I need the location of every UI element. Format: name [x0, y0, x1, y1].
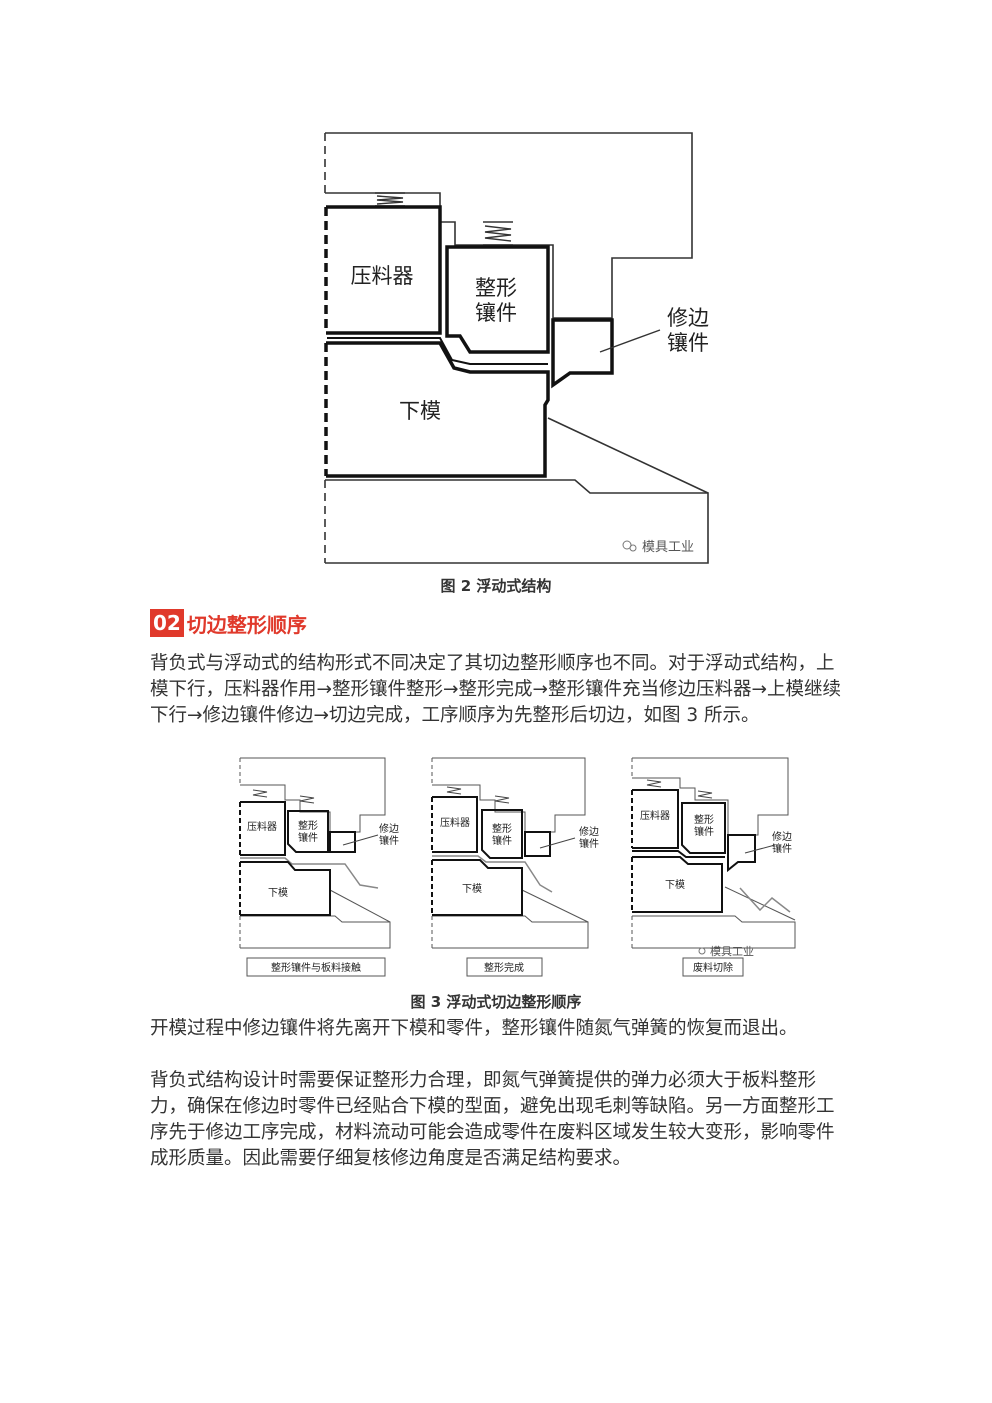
wedge-outline: [547, 417, 709, 494]
label-trim-insert-2: 镶件: [579, 837, 599, 850]
stage-panel-1: 压料器 整形 镶件 修边 镶件 下模 整形镶件与板料接触: [239, 757, 399, 977]
label-trim-insert-1: 修边: [667, 306, 709, 330]
pressure-pad-block: [324, 205, 442, 335]
watermark: 模具工业: [698, 945, 754, 958]
paragraph-design-notes: 背负式结构设计时需要保证整形力合理，即氮气弹簧提供的弹力必须大于板料整形力，确保…: [150, 1070, 835, 1169]
spring-icon: [375, 192, 405, 207]
section-title: 切边整形顺序: [186, 612, 307, 637]
figure-3-caption: 图 3 浮动式切边整形顺序: [410, 993, 582, 1011]
watermark: 模具工业: [622, 540, 694, 555]
label-shaping-insert-1: 整形: [492, 822, 512, 835]
spring-icon: [483, 221, 513, 246]
label-lower-die: 下模: [268, 887, 288, 899]
label-lower-die: 下模: [462, 883, 482, 895]
watermark-text: 模具工业: [710, 945, 754, 958]
sheet-material: [327, 337, 548, 365]
label-trim-insert-2: 镶件: [667, 331, 709, 355]
label-shaping-insert-2: 镶件: [694, 825, 714, 838]
label-trim-insert-1: 修边: [772, 830, 792, 843]
label-trim-insert-2: 镶件: [379, 834, 399, 847]
stage-panel-3: 压料器 整形 镶件 修边 镶件 下模 废料切除 模具工业: [631, 757, 796, 977]
watermark-text: 模具工业: [642, 540, 694, 555]
label-pressure-pad: 压料器: [440, 816, 470, 829]
stage-label-3: 废料切除: [693, 961, 733, 974]
figure-2-floating-structure: 压料器 整形 镶件 修边 镶件 下模 模具工业: [324, 132, 709, 564]
label-shaping-insert-2: 镶件: [475, 301, 517, 325]
trim-insert-pointer: [599, 329, 661, 353]
label-lower-die: 下模: [399, 399, 441, 423]
stage-label-1: 整形镶件与板料接触: [271, 961, 361, 974]
base-outline: [325, 479, 709, 564]
label-pressure-pad: 压料器: [247, 820, 277, 833]
trim-insert-block: [551, 318, 614, 389]
label-trim-insert-1: 修边: [379, 822, 399, 835]
section-heading: 02 切边整形顺序: [150, 608, 307, 638]
figure-2-caption: 图 2 浮动式结构: [440, 577, 552, 595]
lower-die-block: [324, 341, 550, 478]
figure-3-sequence: 压料器 整形 镶件 修边 镶件 下模 整形镶件与板料接触 压料器 整形 镶件 修…: [239, 757, 796, 977]
stage-panel-2: 压料器 整形 镶件 修边 镶件 下模 整形完成: [431, 757, 599, 977]
shaping-insert-block: [445, 245, 550, 354]
label-lower-die: 下模: [665, 879, 685, 891]
label-pressure-pad: 压料器: [640, 809, 670, 822]
label-shaping-insert-1: 整形: [694, 813, 714, 826]
paragraph-sequence-intro: 背负式与浮动式的结构形式不同决定了其切边整形顺序也不同。对于浮动式结构，上模下行…: [150, 653, 842, 726]
label-shaping-insert-1: 整形: [298, 819, 318, 832]
label-shaping-insert-2: 镶件: [492, 834, 512, 847]
label-trim-insert-2: 镶件: [772, 842, 792, 855]
stage-label-2: 整形完成: [484, 961, 524, 974]
label-shaping-insert-1: 整形: [475, 276, 517, 300]
label-shaping-insert-2: 镶件: [298, 831, 318, 844]
paragraph-die-opening: 开模过程中修边镶件将先离开下模和零件，整形镶件随氮气弹簧的恢复而退出。: [150, 1018, 798, 1039]
label-trim-insert-1: 修边: [579, 825, 599, 838]
label-pressure-pad: 压料器: [351, 264, 414, 288]
section-number: 02: [150, 609, 184, 637]
